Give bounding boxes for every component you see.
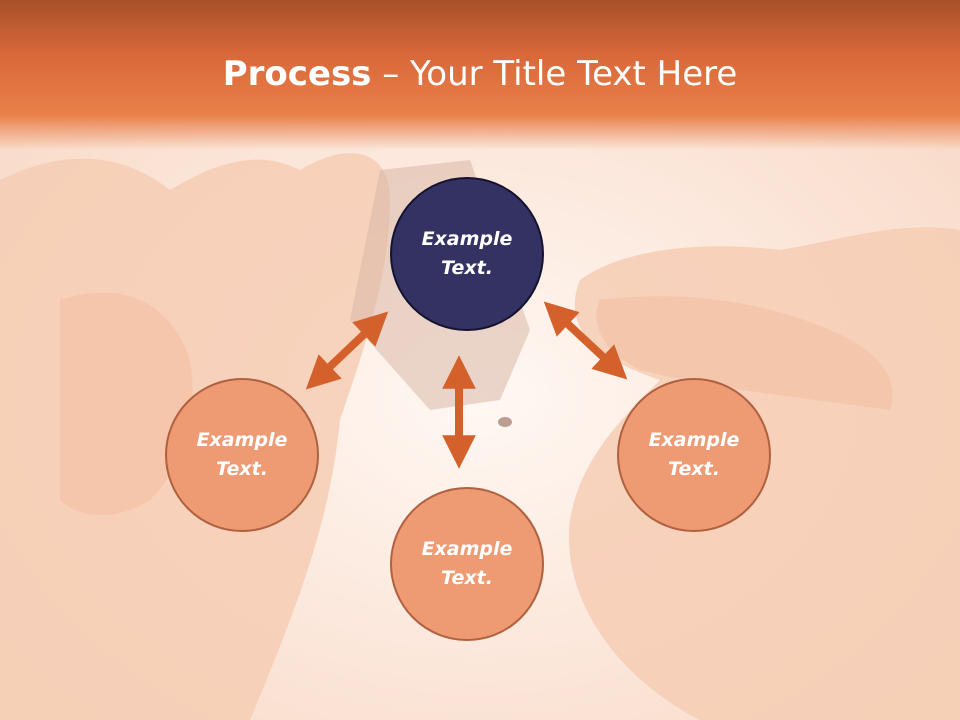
node-left: Example Text. <box>165 378 319 532</box>
node-bottom: Example Text. <box>390 487 544 641</box>
node-center-text: Example Text. <box>421 228 513 279</box>
arrow-center-left <box>305 311 389 390</box>
arrow-center-right <box>543 301 628 380</box>
node-bottom-text: Example Text. <box>421 538 513 589</box>
node-right-text: Example Text. <box>648 429 740 480</box>
node-center: Example Text. <box>390 177 544 331</box>
node-right: Example Text. <box>617 378 771 532</box>
slide-title: Process – Your Title Text Here <box>0 52 960 96</box>
title-rest-part: – Your Title Text Here <box>371 54 738 94</box>
node-left-text: Example Text. <box>196 429 288 480</box>
title-bold-part: Process <box>222 54 372 94</box>
title-bar <box>0 0 960 150</box>
